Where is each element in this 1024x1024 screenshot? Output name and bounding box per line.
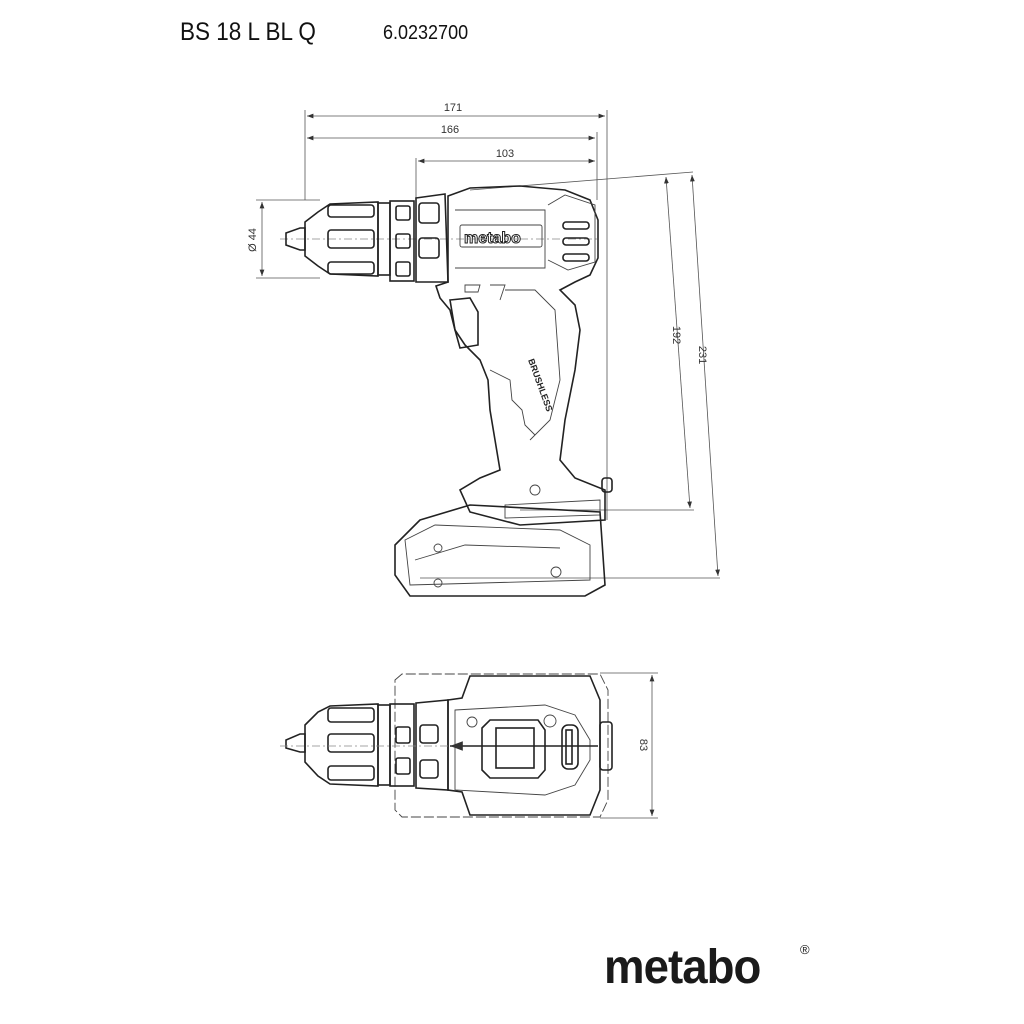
drill-side-view: metabo BRUSHLESS [280,185,613,597]
dimension-diameter-44: Ø 44 [247,199,320,279]
grip-label: BRUSHLESS [526,357,554,413]
drill-top-view [280,673,613,818]
dim-231-label: 231 [696,346,708,364]
dimension-171: 171 [304,102,608,520]
dimension-103: 103 [415,148,595,200]
model-title: BS 18 L BL Q [180,18,316,46]
dim-171-label: 171 [444,102,462,114]
dimension-83: 83 [600,672,658,819]
dim-44-label: Ø 44 [247,228,259,252]
dimension-231: 231 [420,174,720,579]
brand-logo: metabo [604,941,761,994]
dim-83-label: 83 [637,739,649,751]
article-number: 6.0232700 [383,22,469,44]
dim-192-label: 192 [670,326,682,344]
dimension-166: 166 [307,124,598,200]
dim-103-label: 103 [496,148,514,160]
housing-logo: metabo [464,230,521,247]
dim-166-label: 166 [441,124,459,136]
registered-mark: ® [800,942,810,957]
